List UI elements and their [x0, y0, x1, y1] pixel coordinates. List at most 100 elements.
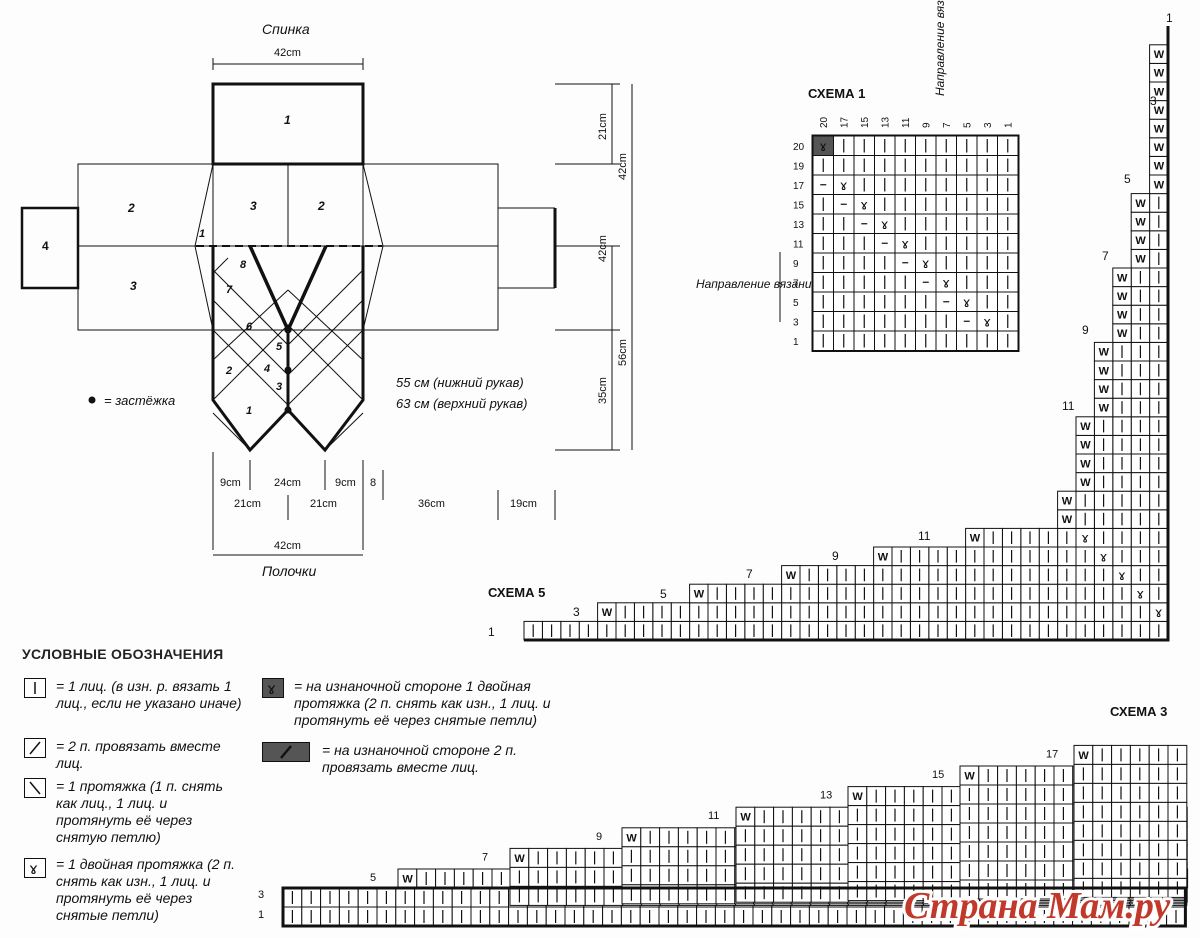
svg-text:W: W: [1099, 365, 1110, 377]
scheme-5-cell: [762, 602, 783, 622]
scheme-1-cell: [874, 194, 896, 215]
scheme-3-cell: [565, 866, 586, 887]
scheme-3-cell: [959, 784, 980, 805]
scheme-5-cell: [873, 602, 893, 622]
scheme-5-cell: [1149, 193, 1169, 213]
scheme-5-cell: W: [1149, 174, 1169, 195]
piece-label-1: 1: [284, 113, 291, 127]
scheme-5-cell: [1001, 565, 1022, 585]
scheme-1-cell: [935, 174, 957, 195]
svg-text:W: W: [402, 874, 413, 886]
fronts-label: Полочки: [262, 563, 317, 579]
scheme-1-direction-left: Направление вязания: [696, 277, 819, 291]
scheme-3-step-label: 9: [596, 831, 602, 843]
scheme-3-cell: [754, 882, 775, 903]
scheme-1-direction-top: Направление вязания: [933, 0, 947, 96]
scheme-3-cell: [997, 841, 1017, 862]
clasp-legend-dot: [88, 396, 96, 404]
dim-21b: 21cm: [310, 498, 337, 510]
scheme-3-cell: [866, 786, 887, 807]
scheme-3-cell: [545, 906, 566, 927]
scheme-5-cell: [1130, 286, 1151, 306]
scheme-5-cell: [1149, 490, 1169, 511]
svg-text:W: W: [740, 812, 751, 824]
scheme-3-cell: [771, 906, 792, 927]
scheme-3-cell: [416, 868, 437, 889]
scheme-3-cell: [1129, 782, 1150, 803]
svg-text:W: W: [1154, 49, 1165, 61]
scheme-5-col-label: 11: [1062, 399, 1075, 413]
svg-text:W: W: [1080, 458, 1091, 470]
scheme-5-cell: [1075, 620, 1095, 641]
scheme-5-cell: W: [1112, 304, 1132, 325]
scheme-3-cell: [790, 906, 810, 927]
scheme-5-cell: ɤ: [1130, 583, 1151, 604]
scheme-5-cell: [799, 620, 819, 641]
scheme-3-cell: [282, 906, 303, 927]
scheme-3-cell: [773, 882, 793, 903]
scheme-3-cell: [866, 843, 887, 864]
scheme-1-cell: [874, 330, 896, 351]
scheme-3-cell: [414, 887, 434, 908]
scheme-5-col-label: 7: [1102, 249, 1109, 263]
scheme-3-cell: [735, 825, 756, 846]
svg-text:W: W: [1135, 217, 1146, 229]
svg-text:W: W: [1117, 328, 1128, 340]
scheme-1-cell: [853, 272, 875, 293]
scheme-3-cell: [1053, 803, 1074, 824]
scheme-5-cell: W: [873, 546, 893, 567]
scheme-3-cell: [735, 882, 756, 903]
scheme-5-cell: [1149, 267, 1169, 288]
garment-schematic: [20, 58, 633, 556]
scheme-3-cell: [1073, 858, 1094, 879]
scheme-1-cell: ɤ: [935, 272, 957, 293]
scheme-5-cell: [1130, 397, 1151, 418]
scheme-5-cell: [1038, 620, 1059, 641]
scheme-1-col-label: 13: [881, 116, 892, 128]
scheme-3-cell: [922, 805, 943, 826]
scheme-3-cell: [997, 784, 1017, 805]
svg-text:ɤ: ɤ: [267, 680, 276, 697]
scheme-5-cell: [983, 565, 1003, 585]
scheme-3-cell: [903, 843, 924, 864]
scheme-3-cell: [659, 846, 679, 867]
scheme-3-cell: [528, 847, 549, 868]
scheme-5-cell: [1149, 472, 1169, 492]
scheme-3-cell: [1015, 822, 1036, 843]
svg-text:W: W: [1062, 496, 1073, 508]
scheme-3-cell: [453, 868, 474, 889]
scheme-1-cell: [915, 233, 937, 254]
scheme-3-cell: [735, 863, 756, 884]
scheme-5-cell: [891, 583, 911, 604]
scheme-5-cell: [817, 620, 838, 641]
scheme-3-cell: [903, 805, 924, 826]
scheme-1-cell: [956, 272, 978, 293]
scheme-1-cell: [976, 213, 998, 234]
scheme-5-cell: [873, 583, 893, 604]
scheme-5-cell: [1112, 583, 1132, 604]
scheme-5-cell: [1075, 583, 1095, 604]
scheme-5-row-label: 1: [488, 625, 495, 639]
dim-36: 36cm: [418, 498, 445, 510]
scheme-5-cell: [707, 583, 727, 604]
scheme-5-cell: [1149, 527, 1169, 548]
scheme-3-cell: [282, 887, 303, 908]
scheme-1-cell: [976, 272, 998, 293]
scheme-3-cell: [1034, 841, 1055, 862]
scheme-3-cell: [808, 906, 829, 927]
piece-label-5: 5: [276, 341, 283, 353]
scheme-5-cell: ɤ: [1112, 565, 1132, 585]
scheme-5-cell: [909, 583, 930, 604]
scheme-5-cell: [983, 527, 1003, 548]
svg-text:ɤ: ɤ: [840, 179, 848, 194]
scheme-1-cell: [997, 311, 1019, 332]
scheme-5-cell: [707, 602, 727, 622]
scheme-5-cell: [946, 620, 967, 641]
scheme-5-cell: [817, 565, 838, 585]
scheme-5-cell: W: [1093, 341, 1114, 362]
scheme-5-cell: [1057, 620, 1077, 641]
site-watermark: Страна Мам.ру Страна Мам.ру: [900, 880, 1195, 930]
scheme-5-cell: [1112, 397, 1132, 418]
scheme-5-cell: [744, 602, 764, 622]
